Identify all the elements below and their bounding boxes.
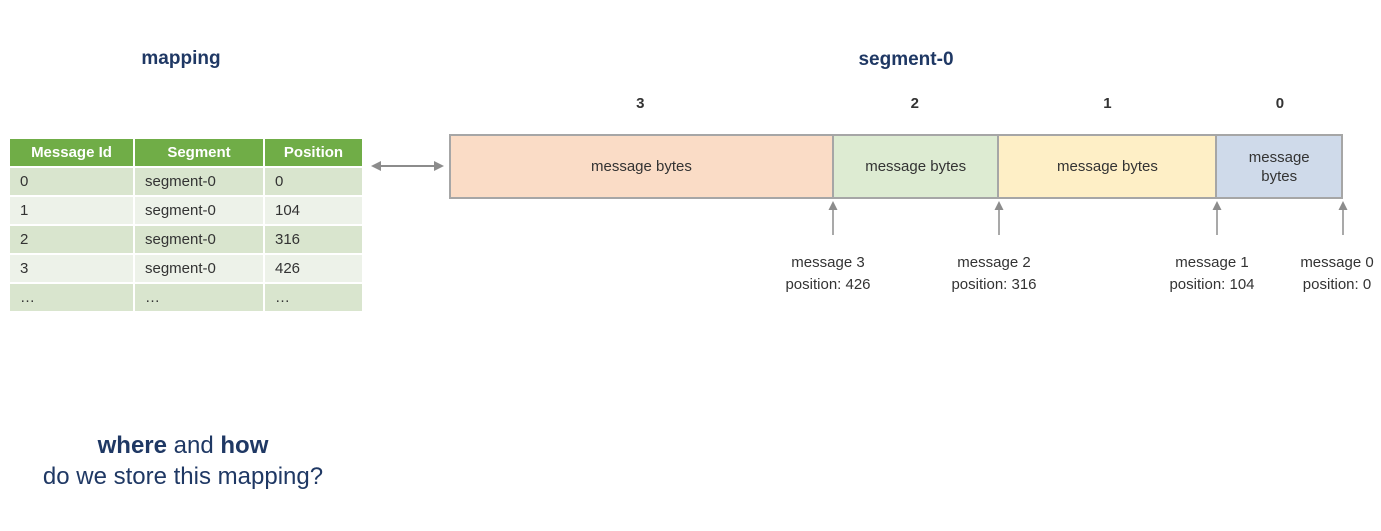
cell-message-id: 0 — [10, 168, 133, 195]
cell-segment: segment-0 — [135, 197, 263, 224]
table-row: 2 segment-0 316 — [10, 226, 362, 253]
pointer-position: position: 0 — [1302, 276, 1372, 293]
cell-segment: segment-0 — [135, 226, 263, 253]
question-and: and — [166, 432, 221, 459]
table-header-segment: Segment — [135, 139, 263, 166]
cell-segment: segment-0 — [135, 255, 263, 282]
pointer-message: message 0 — [1300, 254, 1374, 271]
pointer-message: message 1 — [1175, 254, 1249, 271]
cell-position: 316 — [265, 226, 362, 253]
cell-message-id: 3 — [10, 255, 133, 282]
question-bold-where: where — [97, 432, 167, 459]
segment-index-row: 3 2 1 0 — [449, 95, 1343, 112]
table-segment-link-arrow-icon — [371, 161, 444, 171]
segment-bar: message bytes message bytes message byte… — [449, 134, 1343, 199]
pointer-label-message-0: message 0 position: 0 — [1300, 252, 1373, 296]
pointer-position: position: 316 — [951, 276, 1037, 293]
cell-position: … — [265, 284, 362, 311]
cell-message-id: 2 — [10, 226, 133, 253]
segment-block-3-label: message bytes — [591, 158, 692, 175]
table-header-position: Position — [265, 139, 362, 166]
block-index-0: 0 — [1275, 95, 1285, 112]
table-row-ellipsis: … … … — [10, 284, 362, 311]
pointer-arrow-message-1 — [1212, 201, 1222, 235]
pointer-label-message-2: message 2 position: 316 — [951, 252, 1036, 296]
pointer-arrow-message-3 — [828, 201, 838, 235]
pointer-arrow-message-2 — [994, 201, 1004, 235]
block-index-3: 3 — [636, 95, 645, 112]
table-row: 0 segment-0 0 — [10, 168, 362, 195]
pointer-message: message 2 — [957, 254, 1031, 271]
cell-message-id: 1 — [10, 197, 133, 224]
cell-position: 426 — [265, 255, 362, 282]
question-text: where and how do we store this mapping? — [23, 430, 343, 492]
cell-segment: segment-0 — [135, 168, 263, 195]
segment-block-1-label: message bytes — [1057, 158, 1158, 175]
mapping-title: mapping — [141, 48, 221, 69]
segment-block-0: message bytes — [1215, 136, 1341, 197]
table-row: 3 segment-0 426 — [10, 255, 362, 282]
segment-block-0-label: message bytes — [1248, 148, 1310, 185]
segment-title: segment-0 — [858, 49, 954, 70]
cell-position: 0 — [265, 168, 362, 195]
mapping-table: Message Id Segment Position 0 segment-0 … — [8, 137, 364, 313]
pointer-label-message-1: message 1 position: 104 — [1169, 252, 1254, 296]
cell-message-id: … — [10, 284, 133, 311]
cell-position: 104 — [265, 197, 362, 224]
table-row: 1 segment-0 104 — [10, 197, 362, 224]
segment-block-2: message bytes — [831, 136, 998, 197]
question-line-1: where and how — [23, 430, 343, 461]
segment-block-3: message bytes — [451, 136, 832, 197]
block-index-2: 2 — [910, 95, 919, 112]
pointer-arrow-message-0 — [1338, 201, 1348, 235]
segment-block-1: message bytes — [997, 136, 1216, 197]
pointer-position: position: 426 — [785, 276, 871, 293]
segment-block-2-label: message bytes — [865, 158, 967, 175]
table-header-message-id: Message Id — [10, 139, 133, 166]
question-line-2: do we store this mapping? — [42, 463, 324, 490]
cell-segment: … — [135, 284, 263, 311]
pointer-message: message 3 — [791, 254, 865, 271]
question-bold-how: how — [220, 432, 269, 459]
block-index-1: 1 — [1103, 95, 1112, 112]
table-header-row: Message Id Segment Position — [10, 139, 362, 166]
pointer-label-message-3: message 3 position: 426 — [785, 252, 870, 296]
pointer-position: position: 104 — [1169, 276, 1255, 293]
